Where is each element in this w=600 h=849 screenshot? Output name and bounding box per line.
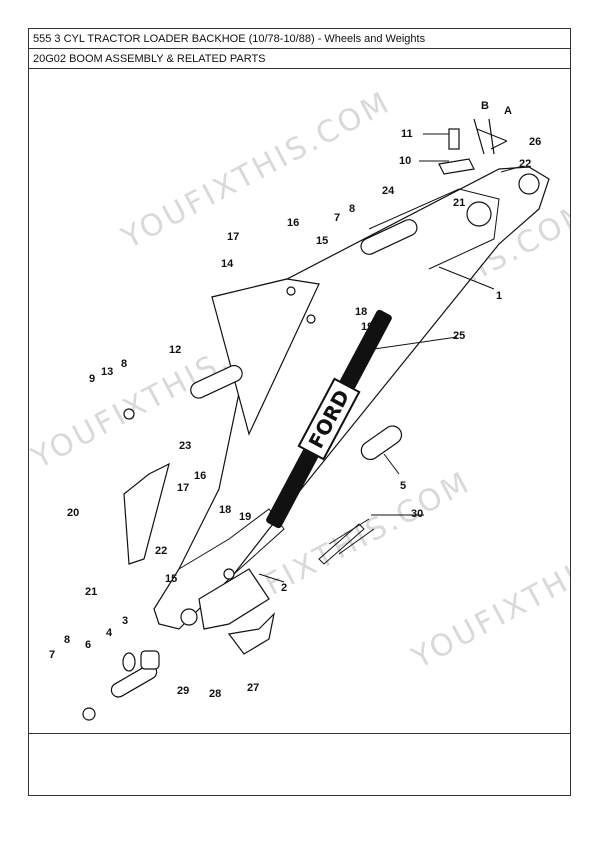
callout-11: 11 — [401, 128, 413, 140]
callout-9: 9 — [89, 373, 95, 385]
ford-decal: FORD — [266, 309, 392, 529]
watermark-5: YOUFIXTHIS.COM — [405, 505, 570, 677]
callout-15: 15 — [316, 235, 328, 247]
callout-8: 8 — [349, 203, 355, 215]
footer-box — [29, 733, 570, 795]
boom-assembly-diagram: YOUFIXTHIS.COM YOUFIXTHIS.COM YOUFIXTHIS… — [29, 85, 570, 721]
callout-29: 29 — [177, 685, 189, 697]
callout-20: 20 — [67, 507, 79, 519]
callout-10: 10 — [399, 155, 411, 167]
callout-7b: 7 — [49, 649, 55, 661]
section-title: 20G02 BOOM ASSEMBLY & RELATED PARTS — [29, 49, 570, 69]
loose-parts — [82, 118, 495, 721]
leader-lines — [258, 128, 520, 583]
callout-18b: 18 — [219, 504, 231, 516]
callout-1: 1 — [496, 290, 502, 302]
callout-30: 30 — [411, 508, 423, 520]
callout-a: A — [504, 105, 512, 117]
callout-21: 21 — [453, 197, 465, 209]
callout-8c: 8 — [64, 634, 70, 646]
parts-sheet: 555 3 CYL TRACTOR LOADER BACKHOE (10/78-… — [28, 28, 571, 796]
callout-16b: 16 — [194, 470, 206, 482]
watermark-1: YOUFIXTHIS.COM — [115, 85, 396, 257]
callout-27: 27 — [247, 682, 259, 694]
callout-25: 25 — [453, 330, 465, 342]
document-title: 555 3 CYL TRACTOR LOADER BACKHOE (10/78-… — [29, 29, 570, 49]
callout-4: 4 — [106, 627, 113, 639]
callout-17b: 17 — [177, 482, 189, 494]
callout-5: 5 — [400, 480, 406, 492]
callout-13: 13 — [101, 366, 113, 378]
callout-7: 7 — [334, 212, 340, 224]
callout-15b: 15 — [165, 573, 177, 585]
callout-18: 18 — [355, 306, 367, 318]
callout-19b: 19 — [239, 511, 251, 523]
callouts: 11 10 B A 26 22 21 24 8 7 16 17 15 14 1 … — [49, 100, 541, 700]
callout-22b: 22 — [155, 545, 167, 557]
callout-6: 6 — [85, 639, 91, 651]
callout-b: B — [481, 100, 489, 112]
callout-8b: 8 — [121, 358, 127, 370]
callout-14: 14 — [221, 258, 234, 270]
callout-24: 24 — [382, 185, 395, 197]
callout-22: 22 — [519, 158, 531, 170]
callout-2: 2 — [281, 582, 287, 594]
callout-21b: 21 — [85, 586, 97, 598]
boom-body: FORD — [153, 166, 550, 630]
callout-23: 23 — [179, 440, 191, 452]
callout-12: 12 — [169, 344, 181, 356]
callout-19: 19 — [361, 321, 373, 333]
callout-26: 26 — [529, 136, 541, 148]
callout-16: 16 — [287, 217, 299, 229]
callout-28: 28 — [209, 688, 221, 700]
callout-3: 3 — [122, 615, 128, 627]
callout-17: 17 — [227, 231, 239, 243]
